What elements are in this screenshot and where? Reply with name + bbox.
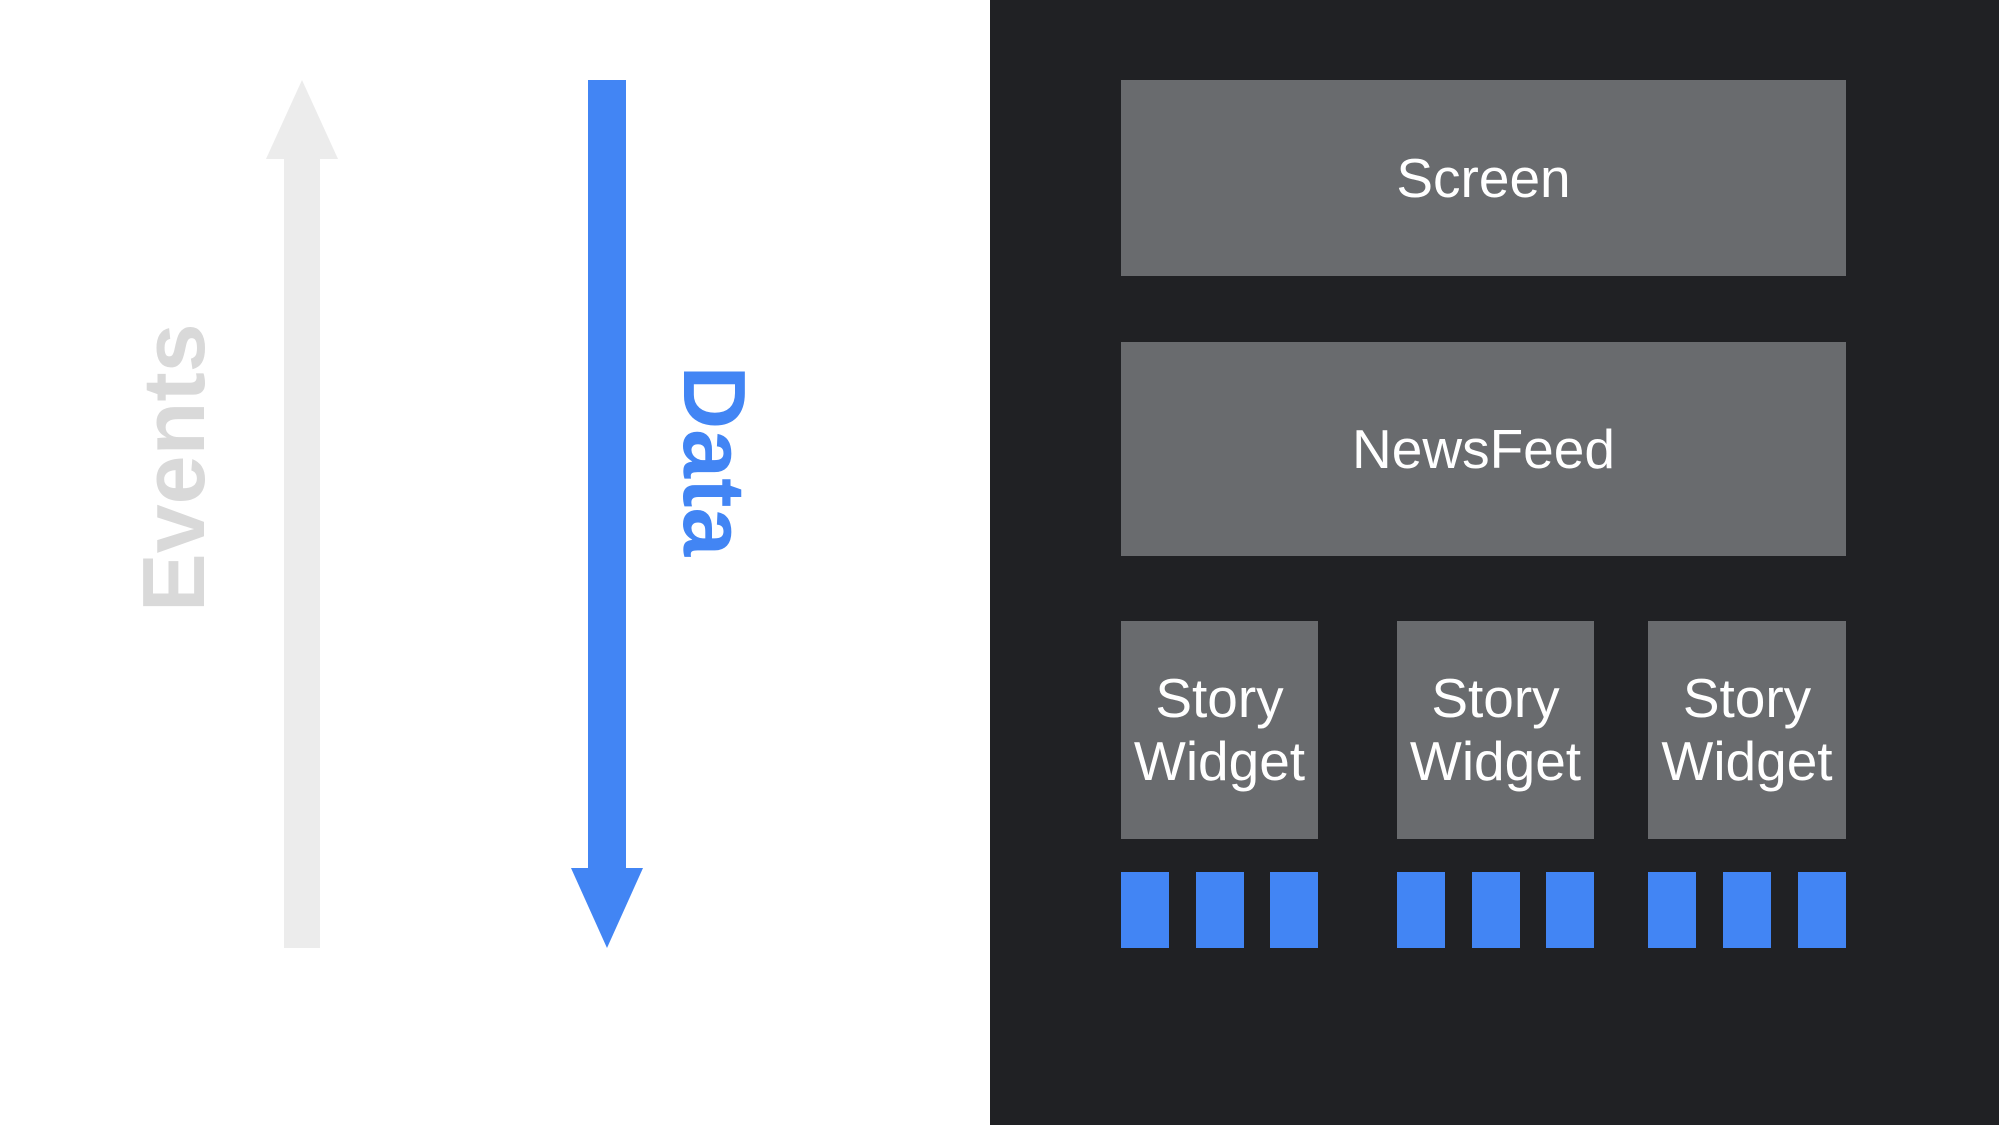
data-block: [1397, 872, 1445, 948]
events-arrow-shaft: [284, 159, 320, 948]
story-data-blocks: [1121, 872, 1318, 948]
data-block: [1195, 872, 1244, 948]
flow-arrows-panel: Events Data: [0, 0, 990, 1125]
data-block: [1648, 872, 1696, 948]
data-block: [1546, 872, 1594, 948]
story-widget-box: Story Widget: [1121, 621, 1318, 839]
data-block: [1121, 872, 1169, 948]
story-data-blocks: [1397, 872, 1594, 948]
story-widget-box: Story Widget: [1648, 621, 1846, 839]
widget-tree-panel: Screen NewsFeed Story Widget Story Widge…: [990, 0, 1999, 1125]
story-data-blocks: [1648, 872, 1846, 948]
events-label: Events: [124, 323, 223, 612]
data-block: [1471, 872, 1520, 948]
story-widget-box-label: Story Widget: [1133, 667, 1306, 792]
data-arrow-shaft: [588, 80, 626, 868]
story-widget-box: Story Widget: [1397, 621, 1594, 839]
data-block: [1798, 872, 1846, 948]
newsfeed-box-label: NewsFeed: [1352, 417, 1615, 480]
data-block: [1723, 872, 1771, 948]
events-arrow-up-icon: [266, 80, 338, 159]
data-label: Data: [665, 365, 764, 557]
screen-box: Screen: [1121, 80, 1846, 276]
story-widget-box-label: Story Widget: [1409, 667, 1582, 792]
screen-box-label: Screen: [1396, 146, 1571, 209]
story-widget-box-label: Story Widget: [1661, 667, 1833, 792]
data-arrow-down-icon: [571, 868, 643, 948]
newsfeed-box: NewsFeed: [1121, 342, 1846, 556]
data-block: [1270, 872, 1318, 948]
